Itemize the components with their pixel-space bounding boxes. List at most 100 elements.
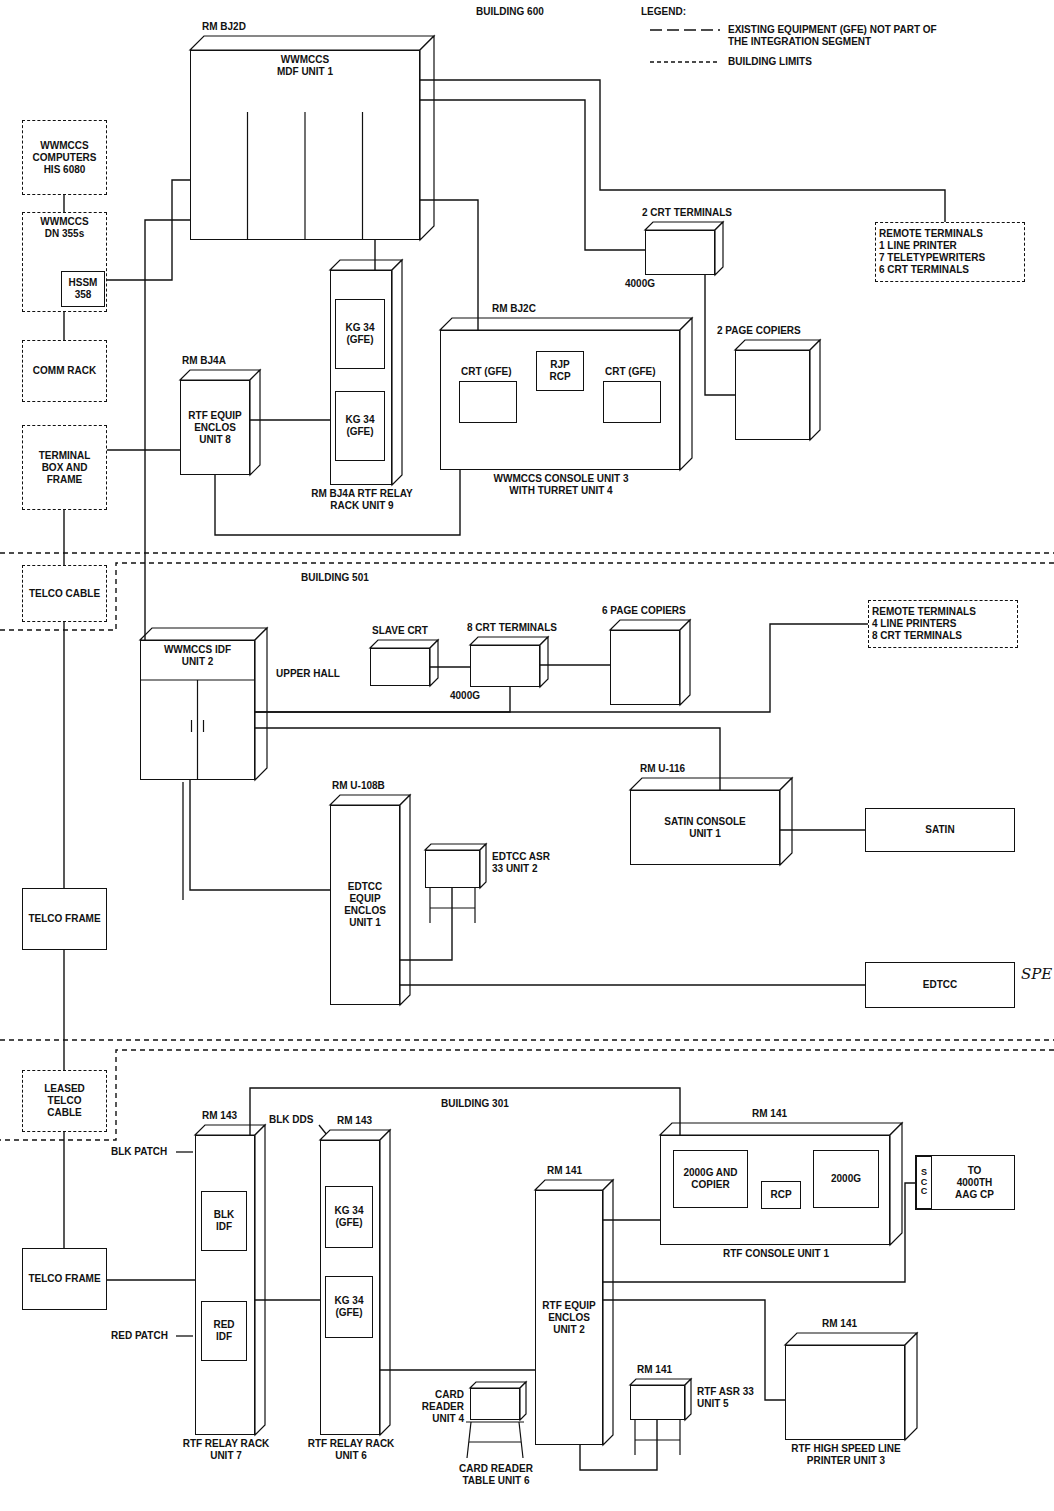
cabinet-detail: [679, 1420, 680, 1455]
cable-line: [250, 419, 330, 420]
cabinet-detail: [304, 112, 305, 240]
equipment-cabinet: RM 141RTF HIGH SPEED LINE PRINTER UNIT 3: [785, 1345, 905, 1440]
legend-text: EXISTING EQUIPMENT (GFE) NOT PART OF THE…: [728, 24, 958, 48]
cabinet-face: [420, 36, 434, 240]
equipment-box: SATIN: [865, 808, 1015, 852]
equipment-label: HSSM 358: [65, 277, 101, 301]
equipment-box: 2000G AND COPIER: [673, 1150, 748, 1208]
cabinet-face: [320, 1130, 390, 1140]
cable-line: [255, 687, 510, 712]
cabinet-face: [480, 844, 486, 888]
equipment-label: KG 34 (GFE): [339, 322, 381, 346]
equipment-cabinet: RM U-108BEDTCC EQUIP ENCLOS UNIT 1: [330, 805, 400, 1005]
cabinet-detail: [203, 720, 204, 732]
equipment-box: RED IDF: [201, 1301, 247, 1361]
unit-caption: RM BJ4A: [181, 355, 227, 367]
equipment-label: REMOTE TERMINALS: [872, 606, 976, 618]
equipment-label: KG 34 (GFE): [329, 1205, 369, 1229]
cable-line: [255, 728, 720, 790]
cable-line: [255, 1299, 320, 1300]
cabinet-face: [540, 637, 548, 687]
equipment-label: 4 LINE PRINTERS: [872, 618, 956, 630]
unit-caption: EDTCC ASR 33 UNIT 2: [491, 851, 555, 875]
drawing-label: BUILDING 501: [300, 572, 370, 584]
cabinet-detail: [474, 888, 475, 923]
cable-line: [63, 312, 64, 340]
unit-caption: CRT (GFE): [460, 366, 513, 378]
equipment-cabinet: CARD READER UNIT 4CARD READER TABLE UNIT…: [470, 1388, 520, 1420]
gfe-box: TELCO CABLE: [22, 565, 107, 622]
cable-line: [540, 664, 610, 665]
equipment-label: RCP: [770, 1189, 791, 1201]
equipment-label: LEASED TELCO CABLE: [35, 1083, 95, 1119]
cable-line: [400, 984, 865, 985]
cable-line: [420, 200, 478, 330]
building-limit-line: [0, 1039, 1054, 1040]
equipment-label: RTF EQUIP ENCLOS UNIT 2: [539, 1300, 599, 1336]
equipment-label: KG 34 (GFE): [339, 414, 381, 438]
cabinet-detail: [429, 888, 430, 923]
cable-line: [63, 1132, 64, 1248]
gfe-box: WWMCCS DN 355sHSSM 358: [22, 212, 107, 312]
equipment-box: 2000G: [813, 1150, 879, 1208]
cable-line: [250, 1088, 680, 1135]
equipment-label: RJP RCP: [540, 359, 580, 383]
cable-line: [63, 195, 64, 212]
equipment-cabinet: RM BJ4ARTF EQUIP ENCLOS UNIT 8: [180, 380, 250, 475]
equipment-box: HSSM 358: [61, 271, 105, 307]
cable-line: [190, 780, 330, 890]
drawing-label: UPPER HALL: [275, 668, 341, 680]
equipment-cabinet: SLAVE CRT: [370, 648, 430, 686]
cabinet-face: [735, 340, 820, 350]
unit-caption: WWMCCS CONSOLE UNIT 3 WITH TURRET UNIT 4: [485, 473, 637, 497]
cable-line: [63, 950, 64, 1070]
cabinet-face: [660, 1123, 902, 1135]
cabinet-face: [680, 318, 692, 470]
equipment-label: SATIN: [925, 824, 954, 836]
equipment-box: TELCO FRAME: [22, 888, 107, 950]
unit-caption: RM 141: [546, 1165, 583, 1177]
equipment-label: RTF EQUIP ENCLOS UNIT 8: [184, 410, 246, 446]
unit-caption: RTF HIGH SPEED LINE PRINTER UNIT 3: [780, 1443, 912, 1467]
unit-caption: 2 PAGE COPIERS: [716, 325, 802, 337]
equipment-label: EDTCC EQUIP ENCLOS UNIT 1: [334, 881, 396, 929]
unit-caption: RM 141: [821, 1318, 858, 1330]
equipment-box: BLK IDF: [201, 1191, 247, 1251]
unit-caption: CARD READER UNIT 4: [401, 1389, 465, 1425]
unit-caption: 4000G: [449, 690, 481, 702]
equipment-label: WWMCCS IDF UNIT 2: [163, 644, 233, 668]
cabinet-face: [255, 628, 267, 780]
unit-caption: RM BJ4A RTF RELAY RACK UNIT 9: [296, 488, 428, 512]
drawing-label: LEGEND:: [640, 6, 687, 18]
cabinet-detail: [362, 112, 363, 240]
equipment-box: RJP RCP: [536, 351, 584, 391]
cable-line: [63, 622, 64, 888]
legend-line-sample: [650, 29, 720, 31]
cabinet-face: [380, 1130, 390, 1435]
unit-caption: RM 143: [201, 1110, 238, 1122]
cabinet-detail: [467, 1422, 471, 1458]
cable-line: [380, 1369, 535, 1370]
cabinet-detail: [469, 1441, 521, 1442]
equipment-box: KG 34 (GFE): [335, 391, 385, 461]
legend-line-sample: [650, 61, 720, 63]
unit-caption: RTF RELAY RACK UNIT 7: [175, 1438, 277, 1462]
unit-caption: RTF ASR 33 UNIT 5: [696, 1386, 760, 1410]
equipment-label: TELCO FRAME: [28, 913, 100, 925]
cabinet-detail: [634, 1420, 635, 1455]
cable-line: [107, 1279, 195, 1280]
equipment-label: COMM RACK: [33, 365, 96, 377]
equipment-cabinet: RM 141RTF ASR 33 UNIT 5: [630, 1385, 685, 1420]
equipment-label: KG 34 (GFE): [329, 1295, 369, 1319]
building-limit-line: [0, 552, 1054, 553]
cabinet-face: [780, 778, 792, 865]
equipment-label: 2000G AND COPIER: [677, 1167, 744, 1191]
equipment-label: TELCO FRAME: [28, 1273, 100, 1285]
equipment-cabinet: RM BJ2DWWMCCS MDF UNIT 1: [190, 50, 420, 240]
cabinet-face: [630, 778, 792, 790]
equipment-cabinet: 2 PAGE COPIERS: [735, 350, 810, 440]
cabinet-face: [140, 628, 267, 640]
drawing-label: RED PATCH: [110, 1330, 169, 1342]
unit-caption: RM 143: [336, 1115, 373, 1127]
equipment-box: TELCO FRAME: [22, 1248, 107, 1310]
